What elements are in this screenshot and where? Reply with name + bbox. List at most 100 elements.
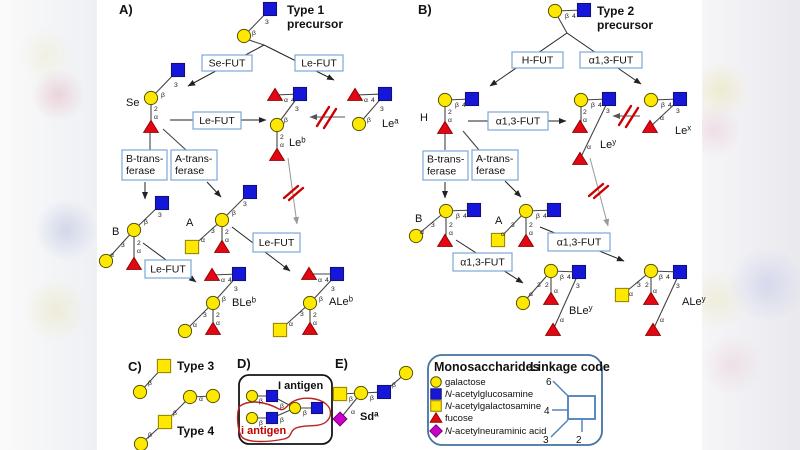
fucose-node: [644, 322, 662, 336]
title-h: H: [420, 112, 428, 124]
antigen-panel-box: [238, 374, 333, 445]
enzyme-label: A-trans-: [476, 153, 514, 165]
enzyme-box-a-trans-ferase: A-trans-ferase: [471, 149, 519, 181]
linkage-label: β: [591, 102, 595, 109]
n-acetylgalactosamine-node: [156, 358, 172, 374]
galactose-node: [547, 3, 563, 19]
bond-line: [162, 128, 187, 151]
linkage-label: β: [349, 396, 353, 403]
linkage-label: 4: [462, 102, 466, 109]
linkage-label: β: [319, 296, 323, 303]
n-acetylglucosamine-node: [601, 91, 617, 107]
linkage-label: α: [225, 237, 229, 244]
n-acetylglucosamine-node: [170, 62, 186, 78]
bond-line: [248, 39, 265, 46]
title-b: B: [415, 213, 422, 225]
enzyme-label: Se-FUT: [209, 58, 246, 70]
linkage-label: 3: [295, 106, 299, 113]
linkage-label: β: [259, 398, 263, 405]
n-acetylglucosamine-node: [571, 264, 587, 280]
fucose-node: [641, 119, 659, 133]
enzyme-box-b-trans-ferase: B-trans-ferase: [121, 149, 168, 181]
fucose-node: [571, 119, 589, 133]
fucose-node: [301, 321, 319, 335]
linkage-label: α: [364, 97, 368, 104]
linkage-label: 3: [576, 283, 580, 290]
linkage-code-title: Linkage code: [530, 360, 610, 374]
linkage-label: 4: [666, 274, 670, 281]
n-acetylglucosamine-node: [464, 91, 480, 107]
linkage-label: 2: [154, 106, 158, 113]
linkage-label: 4: [668, 102, 672, 109]
linkage-label: α: [449, 230, 453, 237]
linkage-label: α: [660, 115, 664, 122]
enzyme-label: ferase: [126, 165, 155, 177]
fucose-node: [429, 411, 443, 423]
galactose-node: [398, 365, 414, 381]
linkage-label: α: [529, 291, 533, 298]
enzyme-label: B-trans-: [427, 154, 465, 166]
linkage-label: β: [659, 274, 663, 281]
linkage-label: 4: [572, 13, 576, 20]
linkage-label: α: [587, 144, 591, 151]
n-acetylglucosamine-node: [546, 202, 562, 218]
galactose-node: [245, 389, 259, 403]
galactose-node: [408, 228, 424, 244]
pathway-arrow: [206, 181, 222, 198]
legend-item-label: N-acetylgalactosamine: [445, 401, 541, 412]
n-acetylglucosamine-node: [310, 401, 324, 415]
galactose-node: [643, 263, 659, 279]
n-acetylglucosamine-node: [265, 411, 279, 425]
linkage-label: β: [284, 117, 288, 124]
linkage-label: β: [536, 213, 540, 220]
enzyme-label: α1,3-FUT: [557, 237, 602, 249]
linkage-label: β: [144, 219, 148, 226]
n-acetylglucosamine-node: [377, 86, 393, 102]
linkage-label: 2: [280, 134, 284, 141]
blurred-background-right: [702, 0, 800, 450]
linkage-label: β: [173, 410, 177, 417]
blocked-slash: [587, 182, 605, 198]
galactose-node: [245, 411, 259, 425]
title-i-antigen: I antigen: [278, 380, 324, 392]
n-acetylgalactosamine-node: [157, 414, 173, 430]
n-acetylglucosamine-node: [672, 264, 688, 280]
blurred-background-left: [0, 0, 97, 450]
linkage-label: α: [318, 277, 322, 284]
linkage-label: α: [193, 322, 197, 329]
galactose-node: [438, 203, 454, 219]
linkage-label: 4: [463, 213, 467, 220]
linkage-label: 3: [676, 283, 680, 290]
bond-line: [557, 16, 568, 34]
linkage-label: β: [303, 410, 307, 417]
enzyme-label: Le-FUT: [301, 58, 337, 70]
linkage-code-line: [552, 380, 569, 397]
linkage-label: α: [629, 291, 633, 298]
linkage-label: 2: [225, 229, 229, 236]
title-se: Se: [126, 97, 139, 109]
linkage-label: β: [455, 102, 459, 109]
n-acetylneuraminic-acid-node: [332, 411, 348, 427]
n-acetylglucosamine-node: [262, 1, 278, 17]
linkage-label: α: [216, 320, 220, 327]
fucose-node: [266, 87, 284, 101]
linkage-label: 3: [606, 108, 610, 115]
linkage-label: α: [313, 320, 317, 327]
linkage-code-line: [550, 419, 569, 438]
enzyme-box-le-fut: Le-FUT: [294, 54, 344, 72]
galactose-node: [126, 222, 142, 238]
n-acetylglucosamine-node: [154, 195, 170, 211]
enzyme-box-le-fut: Le-FUT: [192, 111, 242, 130]
linkage-label: β: [370, 395, 374, 402]
linkage-label: α: [660, 317, 664, 324]
title-type-4: Type 4: [177, 424, 214, 438]
linkage-label: α: [351, 409, 355, 416]
title-b: B: [112, 226, 119, 238]
linkage-label: β: [259, 420, 263, 427]
linkage-number: 2: [576, 435, 582, 446]
title-type-2: Type 2: [597, 4, 634, 18]
linkage-label: β: [280, 417, 284, 424]
legend-item-label: fucose: [445, 413, 473, 424]
enzyme-box-a-trans-ferase: A-trans-ferase: [170, 149, 218, 181]
fucose-node: [436, 120, 454, 134]
